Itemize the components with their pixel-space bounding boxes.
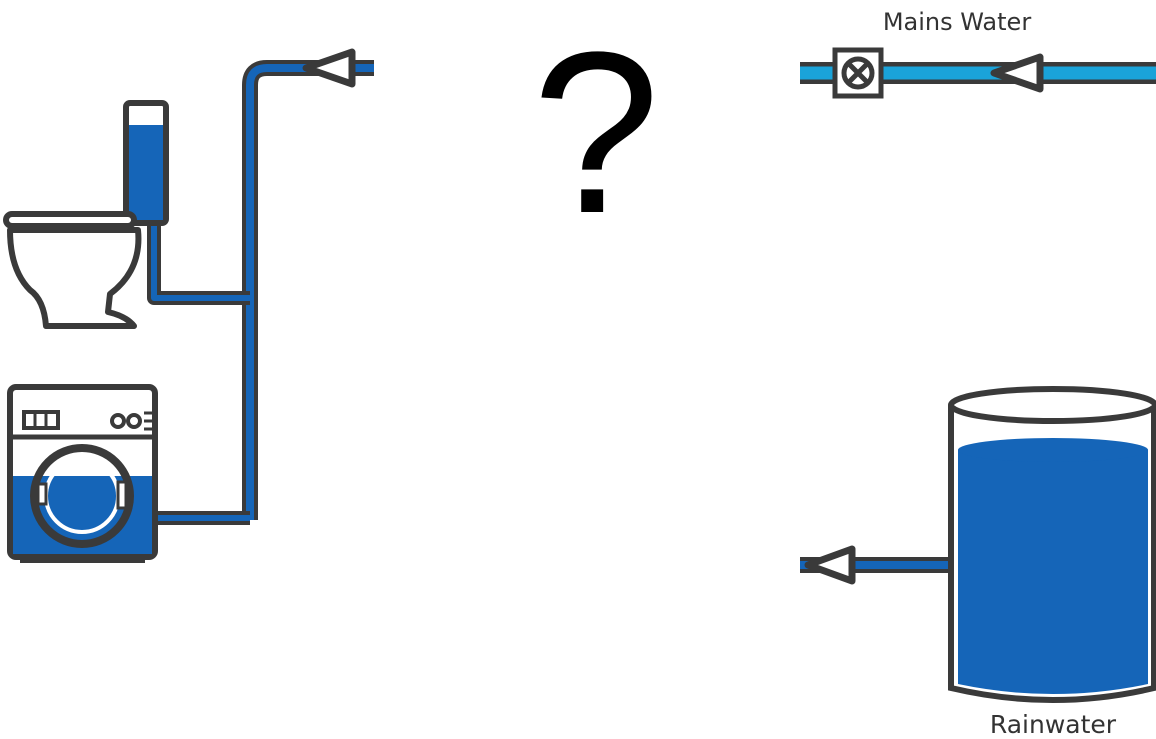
appliance-supply-pipes: [147, 60, 374, 525]
rainwater-label: Rainwater: [990, 710, 1117, 739]
toilet-icon: [3, 100, 169, 329]
question-mark: ?: [532, 4, 660, 261]
mains-flow-arrow-icon: [990, 53, 1044, 93]
rainwater-outlet-pipe: [800, 545, 955, 585]
washing-machine-icon: [7, 384, 158, 563]
valve-icon: [832, 47, 884, 99]
rainwater-tank-icon: [948, 386, 1156, 703]
flow-arrow-icon: [302, 48, 356, 88]
mains-water-label: Mains Water: [883, 8, 1032, 36]
